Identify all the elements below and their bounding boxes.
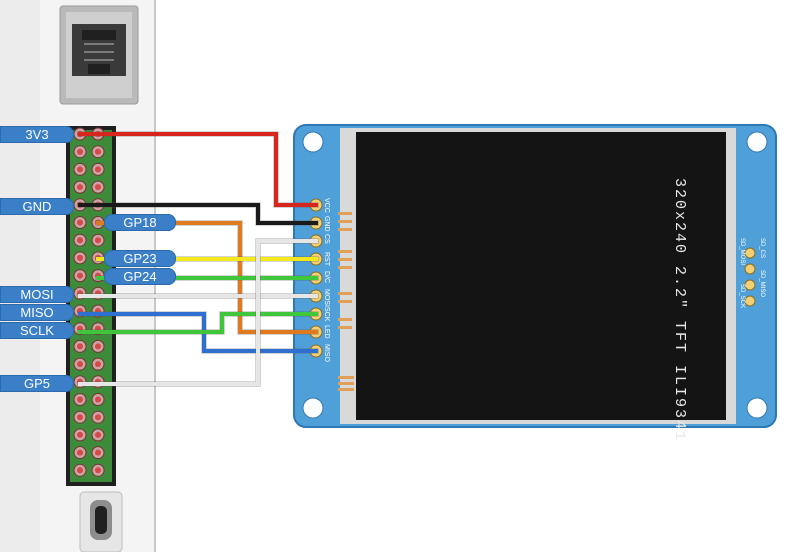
- label-gp23: GP23: [104, 250, 176, 267]
- mounting-hole: [746, 397, 768, 419]
- gpio-pin-center: [77, 414, 83, 421]
- display-pin-label: GND: [323, 216, 330, 232]
- screen-label: 320x240 2.2" TFT ILI9341: [671, 178, 688, 442]
- mounting-hole: [302, 131, 324, 153]
- wire-sclk: [78, 312, 318, 334]
- gpio-header: [66, 126, 116, 486]
- label-sclk: SCLK: [0, 322, 74, 339]
- display-pin-label: VCC: [323, 198, 330, 213]
- gpio-pin-center: [95, 396, 101, 403]
- label-gp5: GP5: [0, 375, 74, 392]
- display-pin-label: RST: [323, 252, 330, 267]
- gpio-pin-center: [95, 449, 101, 456]
- gpio-pin-center: [77, 343, 83, 350]
- sd-pin-label: SD_CS: [759, 238, 765, 258]
- ethernet-port: [59, 5, 139, 105]
- gpio-pin-center: [77, 148, 83, 155]
- wire-gp5: [78, 239, 318, 386]
- gpio-pin-center: [77, 449, 83, 456]
- label-gnd: GND: [0, 198, 74, 215]
- label-gp18: GP18: [104, 214, 176, 231]
- wire-gnd: [78, 203, 318, 225]
- sd-card-header: SD_CS SD_MISO SD_MOSI SD_SCK: [739, 238, 765, 308]
- gpio-pin-center: [95, 166, 101, 173]
- raspberry-pi-board: [0, 0, 156, 552]
- gpio-pin-center: [95, 361, 101, 368]
- wire-vcc: [78, 132, 318, 207]
- gpio-pin-center: [95, 467, 101, 474]
- wires: [77, 131, 319, 387]
- gpio-pin-center: [95, 414, 101, 421]
- gpio-pin-center: [95, 343, 101, 350]
- mounting-hole: [746, 131, 768, 153]
- gpio-pin-center: [95, 184, 101, 191]
- sd-pin-label: SD_SCK: [739, 284, 745, 308]
- gpio-pin-center: [77, 184, 83, 191]
- gpio-pin-center: [77, 272, 83, 279]
- lcd-screen: [356, 132, 726, 420]
- sd-pin-label: SD_MOSI: [739, 238, 745, 265]
- tft-display-module: 320x240 2.2" TFT ILI9341 SD_CS SD_MISO S…: [293, 124, 777, 442]
- label-miso: MISO: [0, 304, 74, 321]
- gpio-pin-center: [77, 254, 83, 261]
- gpio-pin-center: [77, 237, 83, 244]
- sd-pin-label: SD_MISO: [759, 270, 765, 297]
- display-pin-label: CS: [323, 234, 330, 244]
- gpio-pin-center: [77, 219, 83, 226]
- display-pin-label: D/C: [323, 271, 330, 283]
- display-pin-label: LED: [323, 325, 330, 339]
- gpio-pin-center: [95, 148, 101, 155]
- gpio-pin-center: [77, 396, 83, 403]
- gpio-pin-center: [77, 467, 83, 474]
- display-pin-label: MISO: [323, 344, 330, 362]
- gpio-pin-center: [77, 431, 83, 438]
- gpio-pin-center: [95, 237, 101, 244]
- display-pin-label: MOSI: [323, 289, 330, 307]
- label-gp24: GP24: [104, 268, 176, 285]
- label-mosi: MOSI: [0, 286, 74, 303]
- micro-usb-port: [79, 491, 123, 552]
- gpio-pin-center: [77, 166, 83, 173]
- display-pin-label: SCK: [323, 307, 330, 322]
- label-3v3: 3V3: [0, 126, 74, 143]
- gpio-pin-center: [77, 361, 83, 368]
- gpio-pin-center: [95, 431, 101, 438]
- mounting-hole: [302, 397, 324, 419]
